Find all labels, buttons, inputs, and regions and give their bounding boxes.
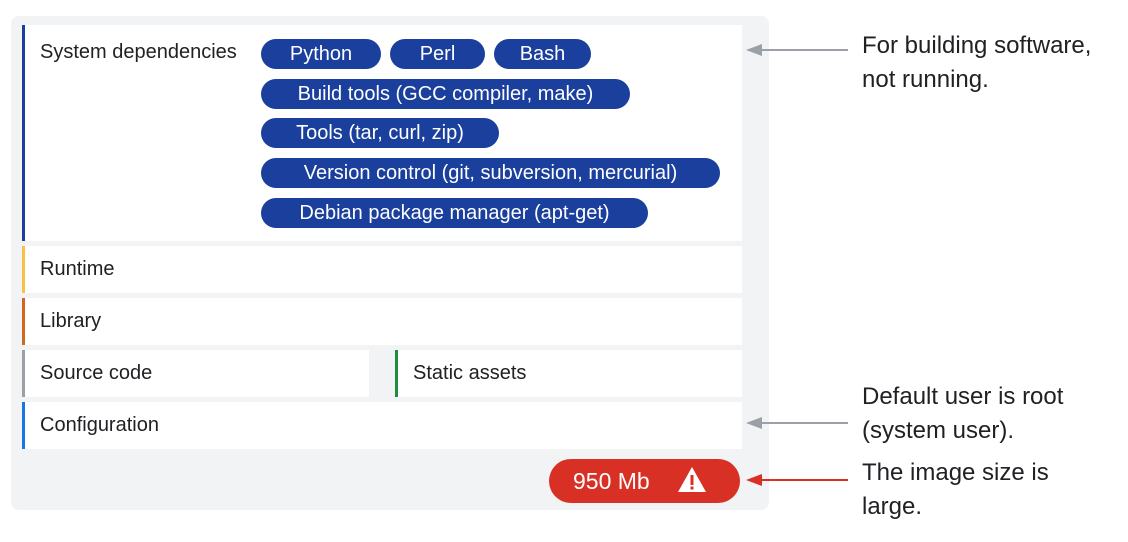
- package-pill-build-tools: Build tools (GCC compiler, make): [261, 79, 630, 109]
- layer-label: Source code: [40, 362, 153, 384]
- package-pill-version-control: Version control (git, subversion, mercur…: [261, 158, 720, 188]
- annotation-user: Default user is root (system user).: [862, 380, 1063, 448]
- package-pill-tools: Tools (tar, curl, zip): [261, 118, 499, 148]
- package-pill-bash: Bash: [494, 39, 591, 69]
- layer-label: System dependencies: [40, 41, 237, 63]
- arrow-size: [746, 474, 848, 486]
- annotation-size: The image size is large.: [862, 456, 1049, 524]
- warning-icon: [678, 467, 706, 492]
- layer-label: Library: [40, 310, 102, 332]
- layer-label: Configuration: [40, 414, 159, 436]
- package-pill-debian-package-manager: Debian package manager (apt-get): [261, 198, 648, 228]
- image-size-badge: 950 Mb: [549, 459, 740, 503]
- layer-static-assets: Static assets: [395, 350, 742, 397]
- layer-runtime: Runtime: [22, 246, 742, 293]
- annotation-line: large.: [862, 493, 923, 520]
- annotation-line: (system user).: [862, 417, 1015, 444]
- layer-configuration: Configuration: [22, 402, 742, 449]
- annotation-line: not running.: [862, 66, 989, 93]
- arrow-build: [746, 44, 848, 56]
- layer-label: Static assets: [413, 362, 527, 384]
- package-pill-perl: Perl: [390, 39, 485, 69]
- annotation-line: The image size is: [862, 459, 1049, 486]
- annotation-build: For building software, not running.: [862, 29, 1091, 97]
- annotation-line: Default user is root: [862, 383, 1064, 410]
- layer-library: Library: [22, 298, 742, 345]
- image-size-value: 950 Mb: [573, 468, 650, 494]
- layer-label: Runtime: [40, 258, 115, 280]
- annotation-line: For building software,: [862, 32, 1092, 59]
- package-pill-python: Python: [261, 39, 381, 69]
- arrow-user: [746, 417, 848, 429]
- layer-source-code: Source code: [22, 350, 369, 397]
